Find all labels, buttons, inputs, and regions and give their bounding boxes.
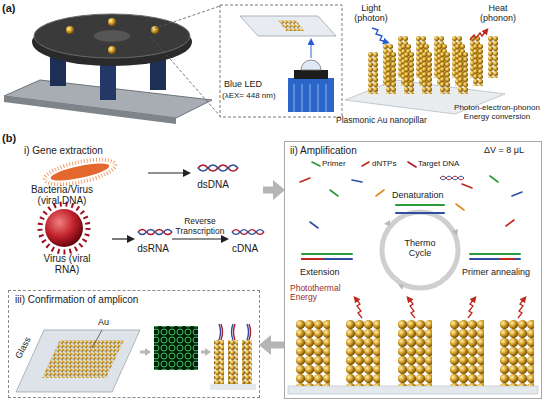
- device-base-edge: [4, 96, 176, 124]
- node-text: dsRNA: [137, 243, 169, 254]
- node-text: Virus (viral RNA): [40, 253, 94, 275]
- nucleic-acid-box: dsDNA: [190, 156, 236, 190]
- dsdna-icon: [198, 165, 238, 171]
- energy-label: Light (photon): [352, 4, 390, 24]
- virus-icon: [40, 204, 88, 252]
- energy-label: Heat (phonon): [476, 4, 520, 24]
- glass-slide: [16, 330, 140, 392]
- photon-arrow: [372, 28, 386, 42]
- step-arrow: [201, 351, 206, 354]
- leader-line: [92, 330, 102, 348]
- cycle-label: Thermo Cycle: [398, 239, 442, 259]
- chip-spot: [151, 26, 159, 34]
- dna-strands: [302, 205, 520, 259]
- panel-heading: i) Gene extraction: [24, 145, 103, 156]
- cycle-step-label: Denaturation: [392, 191, 444, 201]
- cycle-step-label: Primer annealing: [462, 268, 530, 278]
- material-label: Glass: [14, 336, 34, 361]
- phonon-arrow: [470, 31, 486, 40]
- component-label: Plasmonic Au nanopillar: [336, 116, 427, 125]
- leader-line: [150, 36, 220, 116]
- step-arrow: [263, 187, 273, 194]
- cdna-icon: [232, 230, 264, 235]
- leader-line: [150, 6, 220, 30]
- reagent-label: dNTPs: [372, 160, 396, 169]
- process-arrow: [172, 238, 221, 239]
- inset-leader: [150, 5, 342, 117]
- photothermal-arrows: [356, 299, 524, 318]
- light-ray: [310, 42, 311, 58]
- edge-label: Reverse Transcription: [171, 217, 229, 236]
- process-arrow: [112, 238, 127, 239]
- wavelength-label: (λEX= 448 nm): [222, 92, 286, 101]
- cycle-step-label: Extension: [300, 268, 340, 278]
- gold-array: [278, 20, 304, 31]
- inset-box: [220, 5, 342, 117]
- led-package: [294, 70, 328, 79]
- node-text: cDNA: [232, 243, 258, 254]
- glass-chip: [240, 16, 336, 36]
- node-text: Bacteria/Virus (viral DNA): [24, 184, 100, 206]
- led-dome: [301, 60, 321, 70]
- reagents: [300, 162, 522, 228]
- node-text: dsDNA: [197, 179, 229, 190]
- chip-spot: [108, 18, 116, 26]
- blue-led: [288, 42, 334, 112]
- reagent-label: Target DNA: [418, 160, 459, 169]
- chip-spot: [66, 26, 74, 34]
- process-label: Photon-electron-phonon Energy conversion: [448, 104, 546, 122]
- reagent-label: Primer: [322, 160, 346, 169]
- device-plate-top: [34, 14, 190, 58]
- panel-heading: iii) Confirmation of amplicon: [15, 294, 138, 305]
- heat-sink: [288, 78, 334, 112]
- fluorescence-image: [154, 326, 198, 370]
- pcr-device: [4, 14, 212, 124]
- dsrna-icon: [138, 229, 172, 234]
- nucleic-acid-box: cDNA: [228, 224, 262, 254]
- material-label: Au: [98, 318, 109, 328]
- chip-spot: [108, 46, 116, 54]
- process-arrow: [148, 172, 183, 173]
- step-arrow: [271, 342, 284, 349]
- panel-letter: (a): [2, 2, 15, 14]
- panel-heading: ii) Amplification: [290, 145, 357, 156]
- nucleic-acid-box: dsRNA: [134, 224, 172, 254]
- step-arrow: [140, 351, 146, 354]
- panel-letter: (b): [2, 132, 16, 144]
- energy-label: Photothermal Energy: [290, 284, 352, 303]
- source-box: Virus (viral RNA): [22, 203, 112, 275]
- step-panel: iii) Confirmation of amplicon: [8, 290, 260, 398]
- nanopillar-row: [288, 320, 538, 394]
- thermo-cycle: [382, 212, 458, 290]
- amplicon-pillars: [210, 324, 256, 390]
- group-region: i) Gene extractionBacteria/Virus (viral …: [8, 141, 263, 287]
- heat-sink-fins: [294, 84, 326, 112]
- component-label: Blue LED: [224, 80, 262, 90]
- device-hub: [94, 30, 130, 42]
- inset-chip: [240, 16, 336, 36]
- nanopillar-array: [345, 36, 505, 114]
- target-dna-icon: [440, 176, 464, 180]
- volume-label: ΔV = 8 μL: [484, 146, 524, 156]
- source-box: Bacteria/Virus (viral DNA): [14, 156, 148, 206]
